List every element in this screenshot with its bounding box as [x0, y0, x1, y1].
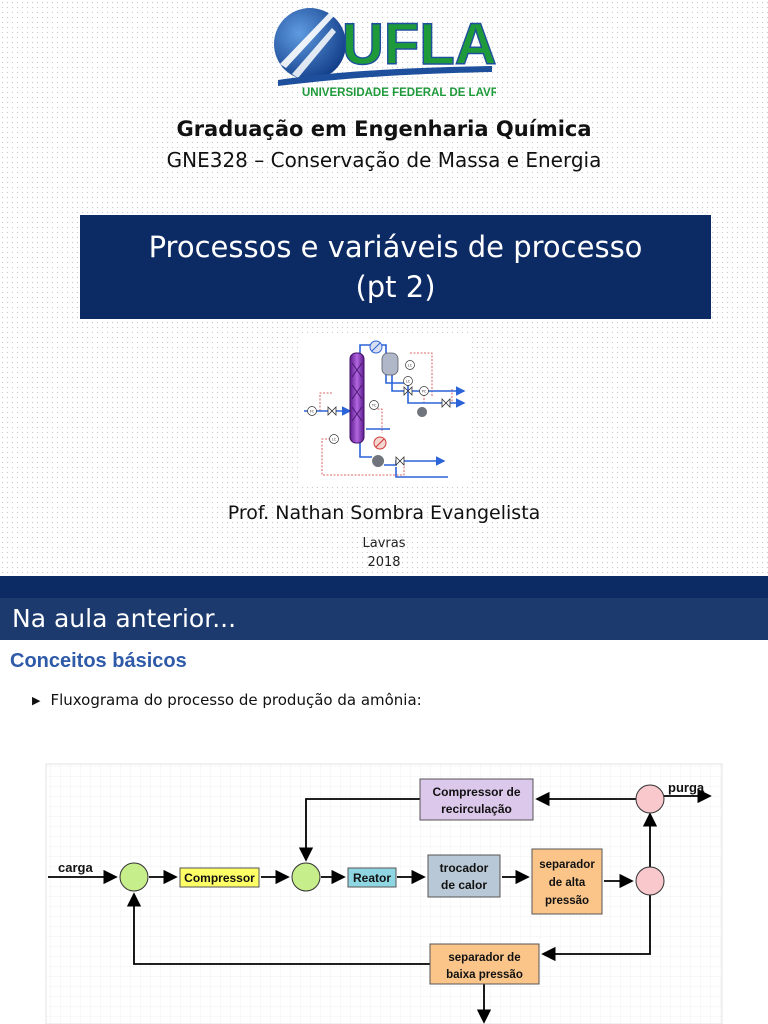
svg-text:PC: PC — [422, 389, 427, 393]
diagram-canvas — [45, 763, 723, 1024]
high-pressure-separator-block — [531, 848, 603, 915]
svg-text:LC: LC — [332, 437, 337, 441]
svg-text:LC: LC — [406, 379, 411, 383]
slide-title-line-1: Processos e variáveis de processo — [148, 230, 643, 264]
reactor-label: Reator — [353, 871, 391, 885]
professor-name: Prof. Nathan Sombra Evangelista — [227, 502, 541, 524]
mixer-node-2 — [291, 862, 321, 892]
pump-icon-2 — [417, 407, 428, 417]
pump-icon — [372, 455, 385, 467]
recycle-compressor-label-1: Compressor de — [432, 785, 520, 799]
heat-exchanger-block — [427, 854, 501, 898]
process-diagram-image: FC TC LC PC LC LC — [300, 333, 468, 485]
reactor-block — [347, 867, 397, 888]
low-pressure-separator-block — [429, 943, 540, 985]
hp-separator-label-3: pressão — [545, 895, 589, 907]
hp-separator-label-2: de alta — [549, 877, 586, 889]
lp-separator-label-2: baixa pressão — [446, 969, 523, 981]
compressor-block — [179, 867, 260, 888]
distillation-column-icon — [349, 352, 365, 444]
section-subtitle: Conceitos básicos — [10, 650, 187, 672]
logo-caption: UNIVERSIDADE FEDERAL DE LAVRAS — [302, 87, 496, 99]
year-label: 2018 — [367, 555, 401, 570]
title-slide: UFLA UNIVERSIDADE FEDERAL DE LAVRAS Grad… — [0, 0, 768, 576]
reflux-drum-icon — [381, 352, 399, 376]
slide-title-box: Processos e variáveis de processo (pt 2) — [80, 215, 711, 319]
slide-top-bar — [0, 576, 768, 598]
hp-separator-label-1: separador — [539, 859, 595, 871]
logo-letters: UFLA — [342, 12, 496, 77]
svg-text:FC: FC — [310, 409, 315, 413]
svg-text:TC: TC — [371, 403, 377, 407]
valve-icon — [327, 406, 337, 416]
recycle-compressor-block — [419, 778, 534, 821]
heat-exchanger-label-2: de calor — [441, 878, 487, 892]
bullet-triangle-icon: ▶ — [32, 694, 41, 707]
ammonia-flowsheet: Compressor Reator trocador de calor sepa… — [45, 763, 723, 1024]
globe-icon — [274, 8, 346, 80]
program-name: Graduação em Engenharia Química — [176, 117, 592, 141]
course-name: GNE328 – Conservação de Massa e Energia — [166, 148, 602, 172]
content-slide: Na aula anterior... Conceitos básicos ▶ F… — [0, 576, 768, 1024]
bullet-item: ▶ Fluxograma do processo de produção da a… — [32, 691, 422, 709]
svg-text:LC: LC — [408, 363, 413, 367]
bullet-text: Fluxograma do processo de produção da am… — [50, 691, 422, 709]
compressor-label: Compressor — [184, 871, 255, 885]
mixer-node-1 — [119, 862, 149, 892]
heat-exchanger-label-1: trocador — [440, 861, 489, 875]
splitter-node-2 — [635, 866, 665, 896]
slide-title-line-2: (pt 2) — [355, 270, 436, 304]
slide-header: Na aula anterior... — [0, 598, 768, 640]
city-label: Lavras — [362, 536, 406, 551]
splitter-node-purge — [635, 784, 665, 814]
feed-label: carga — [58, 860, 93, 875]
purge-label: purga — [668, 780, 705, 795]
recycle-compressor-label-2: recirculação — [441, 802, 512, 816]
ufla-logo: UFLA UNIVERSIDADE FEDERAL DE LAVRAS — [274, 8, 496, 99]
lp-separator-label-1: separador de — [448, 952, 520, 964]
